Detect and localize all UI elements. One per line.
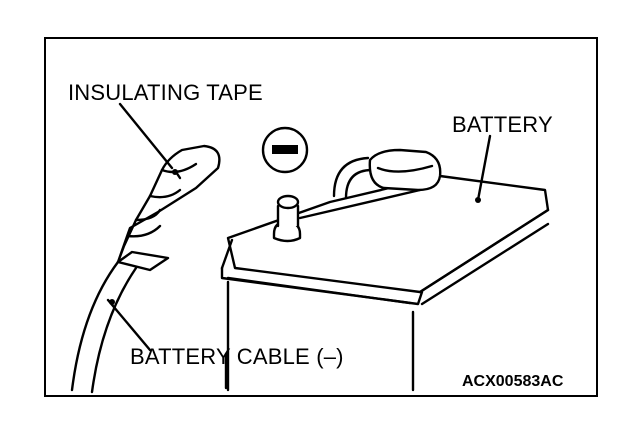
- battery-cable-label: BATTERY CABLE (–): [130, 344, 344, 369]
- figure-frame: [44, 37, 598, 397]
- tape-leader-dot: [172, 169, 178, 175]
- battery-leader-dot: [475, 197, 481, 203]
- minus-sign-icon: [261, 126, 309, 174]
- insulating-tape-leader: [118, 102, 174, 170]
- figure-code: ACX00583AC: [462, 373, 564, 390]
- insulating-tape-label: INSULATING TAPE: [68, 80, 263, 105]
- battery-cable-leader: [106, 298, 152, 352]
- positive-terminal-cover: [332, 148, 442, 200]
- battery-label: BATTERY: [452, 112, 553, 137]
- negative-terminal-post: [272, 194, 302, 243]
- battery-illustration: [220, 174, 550, 392]
- cable-leader-dot: [109, 299, 115, 305]
- battery-leader: [476, 134, 492, 202]
- taped-cable-end: [70, 144, 221, 394]
